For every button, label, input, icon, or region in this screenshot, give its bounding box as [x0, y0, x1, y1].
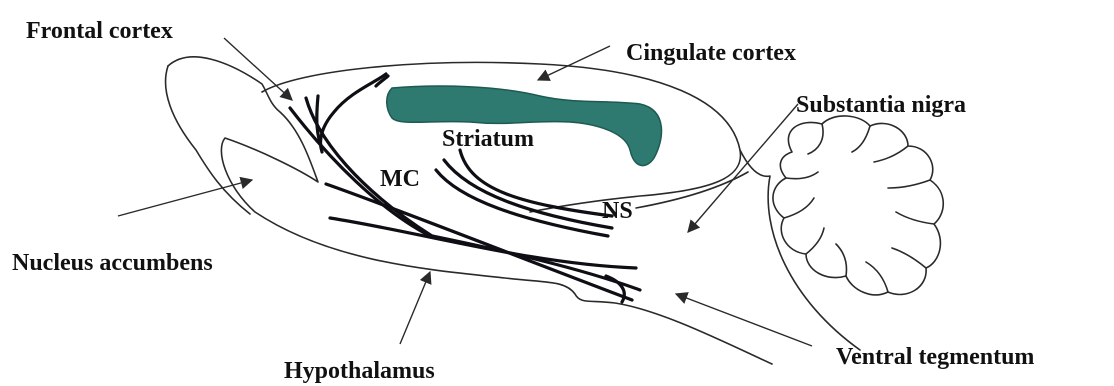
nigrostriatal-tract	[460, 150, 612, 216]
label-nucleus-accumbens: Nucleus accumbens	[12, 250, 213, 276]
arrow-hypothalamus	[400, 272, 430, 344]
label-frontal-cortex: Frontal cortex	[26, 18, 173, 44]
arrow-substantia-nigra	[688, 104, 798, 232]
label-ns: NS	[602, 198, 633, 224]
label-ventral-tegmentum: Ventral tegmentum	[836, 344, 1034, 370]
label-mc: MC	[380, 166, 420, 192]
label-hypothalamus: Hypothalamus	[284, 358, 435, 384]
ns-leader-line	[636, 172, 748, 208]
arrow-ventral-tegmentum	[676, 294, 812, 346]
label-cingulate-cortex: Cingulate cortex	[626, 40, 796, 66]
cerebellum-folia	[784, 124, 934, 292]
arrow-frontal-cortex	[224, 38, 292, 100]
cerebellum-outline	[773, 116, 943, 295]
arrow-cingulate-cortex	[538, 46, 610, 80]
brainstem-outline	[740, 150, 860, 350]
label-substantia-nigra: Substantia nigra	[796, 92, 966, 118]
label-striatum: Striatum	[442, 126, 534, 152]
